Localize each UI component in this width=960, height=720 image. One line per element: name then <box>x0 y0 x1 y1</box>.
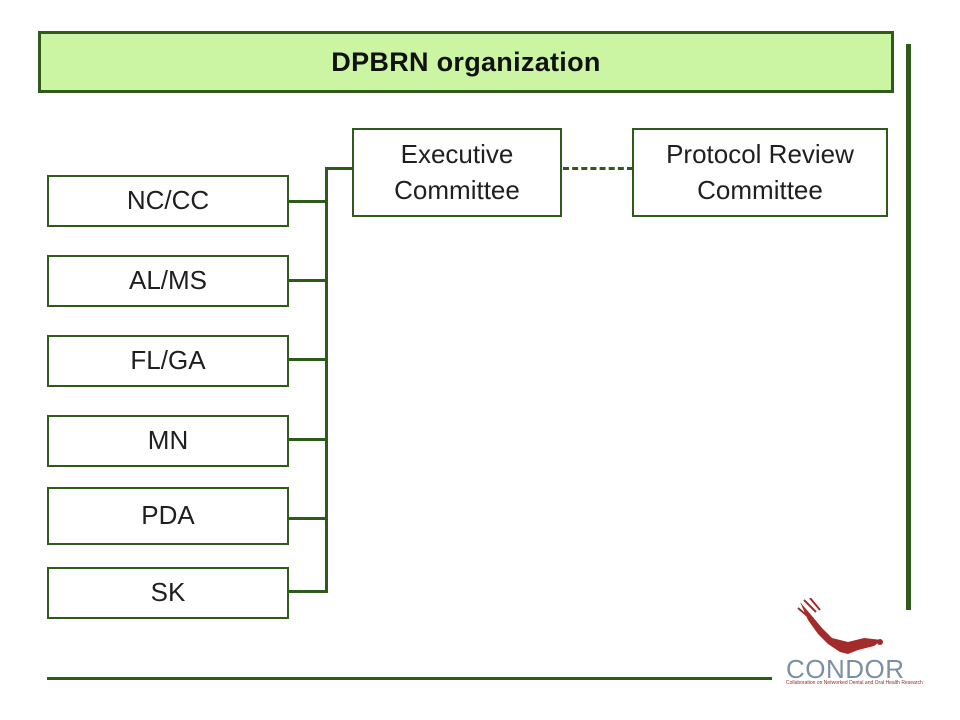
dashed-link <box>563 167 633 170</box>
protocol-review-committee-label: Protocol Review Committee <box>666 139 854 205</box>
site-label: NC/CC <box>126 185 210 216</box>
connector-site-2 <box>289 279 327 282</box>
logo-wordmark: CONDOR <box>786 654 905 684</box>
condor-bird-icon <box>797 598 883 654</box>
connector-executive <box>325 167 353 170</box>
protocol-review-committee-box: Protocol Review Committee <box>632 128 888 217</box>
connector-site-6 <box>289 590 327 593</box>
site-box: FL/GA <box>47 335 289 387</box>
site-box: AL/MS <box>47 255 289 307</box>
executive-committee-box: Executive Committee <box>352 128 562 217</box>
site-box: PDA <box>47 487 289 545</box>
site-box: NC/CC <box>47 175 289 227</box>
bottom-rule <box>47 677 772 680</box>
site-box: MN <box>47 415 289 467</box>
site-label: MN <box>147 425 189 456</box>
site-label: SK <box>150 577 186 608</box>
connector-site-5 <box>289 517 327 520</box>
site-box: SK <box>47 567 289 619</box>
logo-tagline: Collaboration on Networked Dental and Or… <box>786 680 923 686</box>
connector-site-4 <box>289 438 327 441</box>
connector-trunk <box>325 167 328 593</box>
slide-title: DPBRN organization <box>38 31 894 93</box>
connector-site-1 <box>289 200 327 203</box>
site-label: AL/MS <box>128 265 208 296</box>
connector-site-3 <box>289 358 327 361</box>
right-rule <box>906 44 911 610</box>
site-label: PDA <box>141 500 195 531</box>
site-label: FL/GA <box>130 345 206 376</box>
executive-committee-label: Executive Committee <box>394 139 520 205</box>
